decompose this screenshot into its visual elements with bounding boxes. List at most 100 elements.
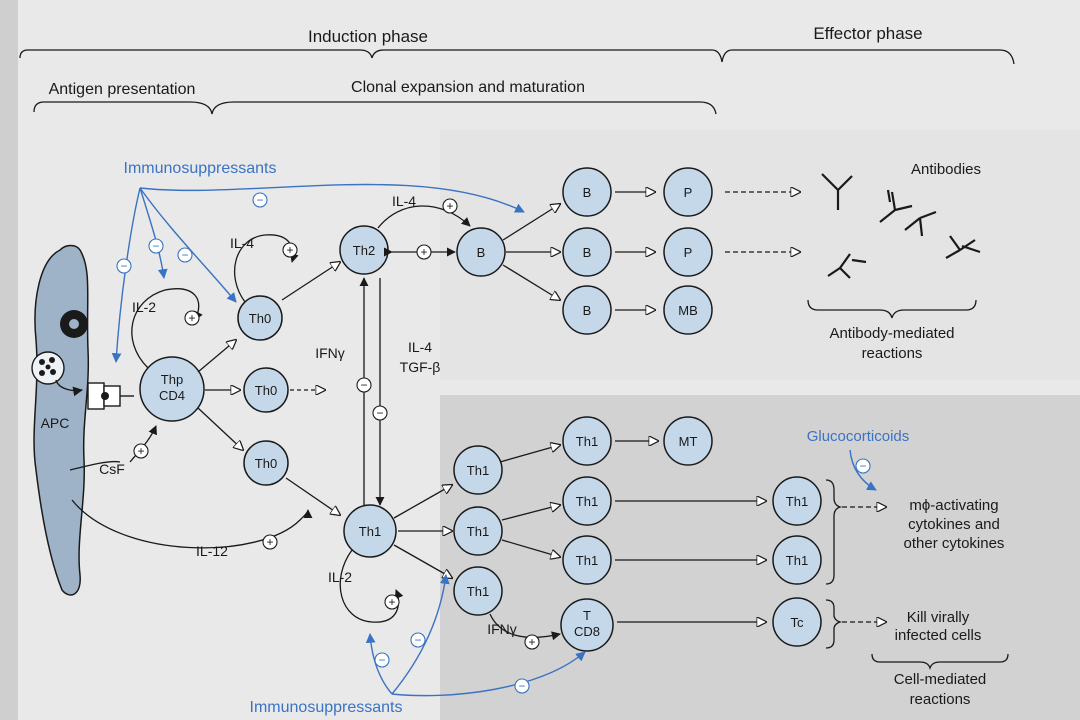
antibodies-label: Antibodies [911, 161, 981, 178]
th1-cell-c [453, 566, 503, 616]
svg-text:Th0: Th0 [255, 456, 277, 471]
svg-text:Th1: Th1 [467, 584, 489, 599]
svg-text:Th1: Th1 [467, 463, 489, 478]
induction-phase-label: Induction phase [308, 27, 428, 46]
svg-text:+: + [266, 535, 273, 549]
svg-text:Th0: Th0 [249, 311, 271, 326]
thp-cd4-cell [139, 356, 205, 422]
memory-b-cell [663, 285, 713, 335]
induction-brace [19, 49, 723, 63]
clonal-expansion-label: Clonal expansion and maturation [351, 79, 585, 96]
antigen-particle-core [69, 319, 79, 329]
effector-phase-label: Effector phase [813, 24, 922, 43]
plasma-cell-2 [663, 227, 713, 277]
svg-text:−: − [376, 406, 383, 420]
memory-t-cell [663, 416, 713, 466]
th1-cell-e [562, 476, 612, 526]
svg-text:CD8: CD8 [574, 624, 600, 639]
mphi-line2: cytokines and [908, 516, 1000, 533]
svg-text:T: T [583, 608, 591, 623]
cell-mediated-line1: Cell-mediated [894, 671, 987, 688]
svg-text:+: + [388, 595, 395, 609]
svg-text:−: − [152, 239, 159, 253]
b-cell-1 [562, 167, 612, 217]
svg-text:−: − [859, 459, 866, 473]
svg-text:B: B [583, 245, 592, 260]
svg-text:CD4: CD4 [159, 388, 185, 403]
svg-text:−: − [518, 679, 525, 693]
immunosuppressant-bottom-arrows [365, 574, 586, 697]
b-main-cell [456, 227, 506, 277]
svg-text:+: + [528, 635, 535, 649]
th1-main-cell [343, 504, 397, 558]
antibody-mediated-line1: Antibody-mediated [829, 325, 954, 342]
svg-text:−: − [181, 248, 188, 262]
kill-line2: infected cells [895, 627, 982, 644]
svg-text:MB: MB [678, 303, 698, 318]
svg-text:Th0: Th0 [255, 383, 277, 398]
apc-label: APC [41, 415, 70, 431]
svg-text:P: P [684, 185, 693, 200]
svg-text:B: B [583, 185, 592, 200]
th1-cell-b [453, 506, 503, 556]
svg-text:+: + [420, 245, 427, 259]
svg-text:+: + [188, 311, 195, 325]
th0-cell-a [237, 295, 283, 341]
plasma-cell-1 [663, 167, 713, 217]
upper-right-panel [440, 130, 1080, 380]
subphase-brace [33, 101, 717, 115]
mphi-line3: other cytokines [904, 535, 1005, 552]
svg-text:−: − [256, 193, 263, 207]
il4-right-label: IL-4 [408, 339, 432, 355]
svg-text:Th2: Th2 [353, 243, 375, 258]
svg-text:−: − [378, 653, 385, 667]
mphi-line1: mϕ-activating [909, 497, 998, 514]
svg-text:Thp: Thp [161, 372, 183, 387]
immunosuppressants-top-label: Immunosuppressants [124, 160, 277, 177]
il4-top-label: IL-4 [392, 193, 416, 209]
th0-cell-b [243, 367, 289, 413]
page-edge [0, 0, 18, 720]
svg-text:MT: MT [679, 434, 698, 449]
kill-line1: Kill virally [907, 609, 970, 626]
th1-cell-g [772, 476, 822, 526]
th1-cell-f [562, 535, 612, 585]
glucocorticoids-label: Glucocorticoids [807, 428, 910, 445]
th1-output-brace [825, 479, 843, 585]
svg-text:−: − [120, 259, 127, 273]
t-cd8-cell [560, 598, 614, 652]
svg-text:P: P [684, 245, 693, 260]
svg-text:Th1: Th1 [576, 494, 598, 509]
svg-text:Th1: Th1 [786, 494, 808, 509]
il12-label: IL-12 [196, 543, 228, 559]
svg-text:+: + [446, 199, 453, 213]
svg-text:B: B [583, 303, 592, 318]
ifn-left-label: IFNγ [315, 345, 345, 361]
svg-text:+: + [137, 444, 144, 458]
th1-cell-a [453, 445, 503, 495]
svg-text:Th1: Th1 [576, 434, 598, 449]
il2-top-label: IL-2 [132, 299, 156, 315]
ifn-bottom-label: IFNγ [487, 621, 517, 637]
svg-text:B: B [477, 245, 486, 260]
svg-text:Th1: Th1 [576, 553, 598, 568]
csf-label: CsF [99, 461, 125, 477]
il2-bottom-label: IL-2 [328, 569, 352, 585]
tc-output-brace [825, 599, 843, 649]
svg-text:+: + [286, 243, 293, 257]
b-cell-3 [562, 285, 612, 335]
b-cell-2 [562, 227, 612, 277]
svg-text:−: − [414, 633, 421, 647]
svg-text:Th1: Th1 [359, 524, 381, 539]
svg-text:Tc: Tc [791, 615, 805, 630]
th1-cell-d [562, 416, 612, 466]
svg-text:Th1: Th1 [467, 524, 489, 539]
antigen-presentation-label: Antigen presentation [49, 81, 196, 98]
tc-cell [772, 597, 822, 647]
antibody-icons [821, 173, 981, 279]
th0-cell-c [243, 440, 289, 486]
svg-text:Th1: Th1 [786, 553, 808, 568]
effector-brace [721, 49, 1015, 65]
